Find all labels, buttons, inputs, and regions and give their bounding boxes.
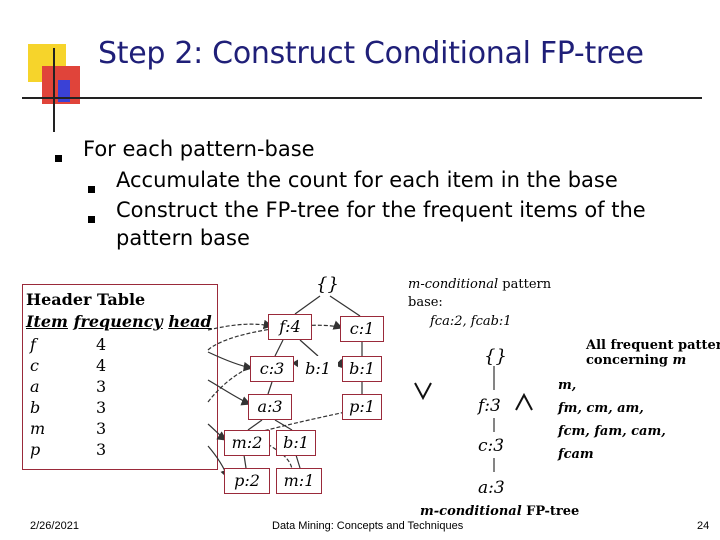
frequent-patterns-heading-line2: concerning m [586, 353, 720, 368]
tree-node-b1-bottom: b:1 [276, 430, 316, 456]
frequent-pattern-line: fm, cm, am, [558, 401, 644, 416]
cond-tree-node-f: f:3 [478, 396, 501, 416]
col-head: head [168, 312, 212, 331]
tree-node-m1: m:1 [276, 468, 322, 494]
arrowhead-right [515, 392, 533, 411]
pattern-base-label-line2: base: [408, 295, 443, 310]
bullet-main: For each pattern-base [83, 137, 315, 161]
edge-f4-c3 [274, 339, 284, 357]
bullet-sub2-line2: pattern base [116, 226, 250, 250]
table-row-freq: 3 [96, 419, 107, 438]
table-row-item: c [30, 356, 39, 375]
tree-node-c1: c:1 [340, 316, 384, 342]
table-row-freq: 3 [96, 398, 107, 417]
decor-vertical-line [53, 48, 55, 132]
cond-tree-node-c: c:3 [478, 436, 505, 456]
frequent-pattern-line: fcam [558, 447, 594, 462]
pattern-base-label: m-conditional pattern base: [408, 276, 551, 312]
header-table-freqs: 4 4 3 3 3 3 [96, 334, 106, 460]
table-row-freq: 4 [96, 356, 107, 375]
footer-title: Data Mining: Concepts and Techniques [272, 520, 464, 532]
footer-date: 2/26/2021 [30, 520, 79, 532]
header-table [22, 284, 218, 470]
decor-blue-square [58, 80, 70, 102]
frequent-patterns-list: m, fm, cm, am, fcm, fam, cam, fcam [558, 374, 666, 466]
header-table-items: f c a b m p [30, 334, 45, 460]
tree-node-p2: p:2 [224, 468, 270, 494]
table-row-item: p [30, 440, 41, 459]
header-table-title: Header Table [26, 290, 146, 309]
title-underline [22, 97, 702, 99]
table-row-freq: 4 [96, 335, 107, 354]
link-f4-c1 [207, 320, 344, 351]
footer-page-number: 24 [697, 520, 710, 532]
tree-node-p1: p:1 [342, 394, 382, 420]
heading2-italic: m [672, 353, 687, 368]
table-row-item: m [30, 419, 46, 438]
edge-m2-p2 [243, 454, 247, 469]
link-c [207, 351, 254, 372]
bullet-sub2-line1: Construct the FP-tree for the frequent i… [116, 198, 646, 222]
bullet-main-marker [55, 147, 62, 166]
edge-a3-m2 [247, 419, 263, 431]
edge-a3-b1 [274, 419, 293, 431]
arrowhead-left [414, 382, 432, 401]
link-a [207, 379, 252, 406]
pattern-base-label-rest: pattern [498, 277, 552, 292]
table-row-item: a [30, 377, 40, 396]
cond-tree-node-a: a:3 [478, 478, 505, 498]
frequent-pattern-line: fcm, fam, cam, [558, 424, 666, 439]
cond-tree-root: {} [484, 346, 507, 367]
frequent-patterns-heading: All frequent patterns concerning m [586, 338, 720, 368]
frequent-patterns-heading-line1: All frequent patterns [586, 338, 720, 353]
bullet-sub2-marker [88, 208, 95, 227]
table-row-freq: 3 [96, 440, 107, 459]
edge-f4-b1 [299, 339, 319, 357]
table-row-item: f [30, 335, 36, 354]
tree-node-b1-right: b:1 [342, 356, 382, 382]
bullet-sub1-marker [88, 178, 95, 197]
tree-node-f4: f:4 [268, 314, 312, 340]
table-row-freq: 3 [96, 377, 107, 396]
link-f [207, 319, 274, 331]
frequent-pattern-line: m, [558, 378, 577, 393]
tree-root: {} [316, 274, 339, 295]
edge-b1-m1 [295, 454, 301, 469]
bullet-sub1: Accumulate the count for each item in th… [116, 168, 618, 192]
table-row-item: b [30, 398, 41, 417]
pattern-base-label-italic: m-conditional [408, 277, 499, 292]
tree-node-b1-left: b:1 [298, 356, 338, 382]
edge-c3-a3 [267, 381, 273, 395]
cond-tree-label: m-conditional FP-tree [420, 504, 579, 519]
heading2-pre: concerning [586, 353, 673, 368]
tree-node-a3: a:3 [248, 394, 292, 420]
cond-tree-label-rest: FP-tree [521, 504, 580, 519]
col-item: Item [26, 312, 68, 331]
slide-title: Step 2: Construct Conditional FP-tree [98, 36, 644, 71]
edge-root-c1 [329, 295, 361, 317]
cond-tree-label-italic: m-conditional [420, 504, 522, 519]
col-frequency: frequency [73, 312, 163, 331]
header-table-columns: Item frequency head [26, 312, 212, 331]
tree-node-m2: m:2 [224, 430, 270, 456]
tree-node-c3: c:3 [250, 356, 294, 382]
pattern-base-value: fca:2, fcab:1 [430, 314, 512, 329]
edge-root-f4 [294, 295, 321, 315]
